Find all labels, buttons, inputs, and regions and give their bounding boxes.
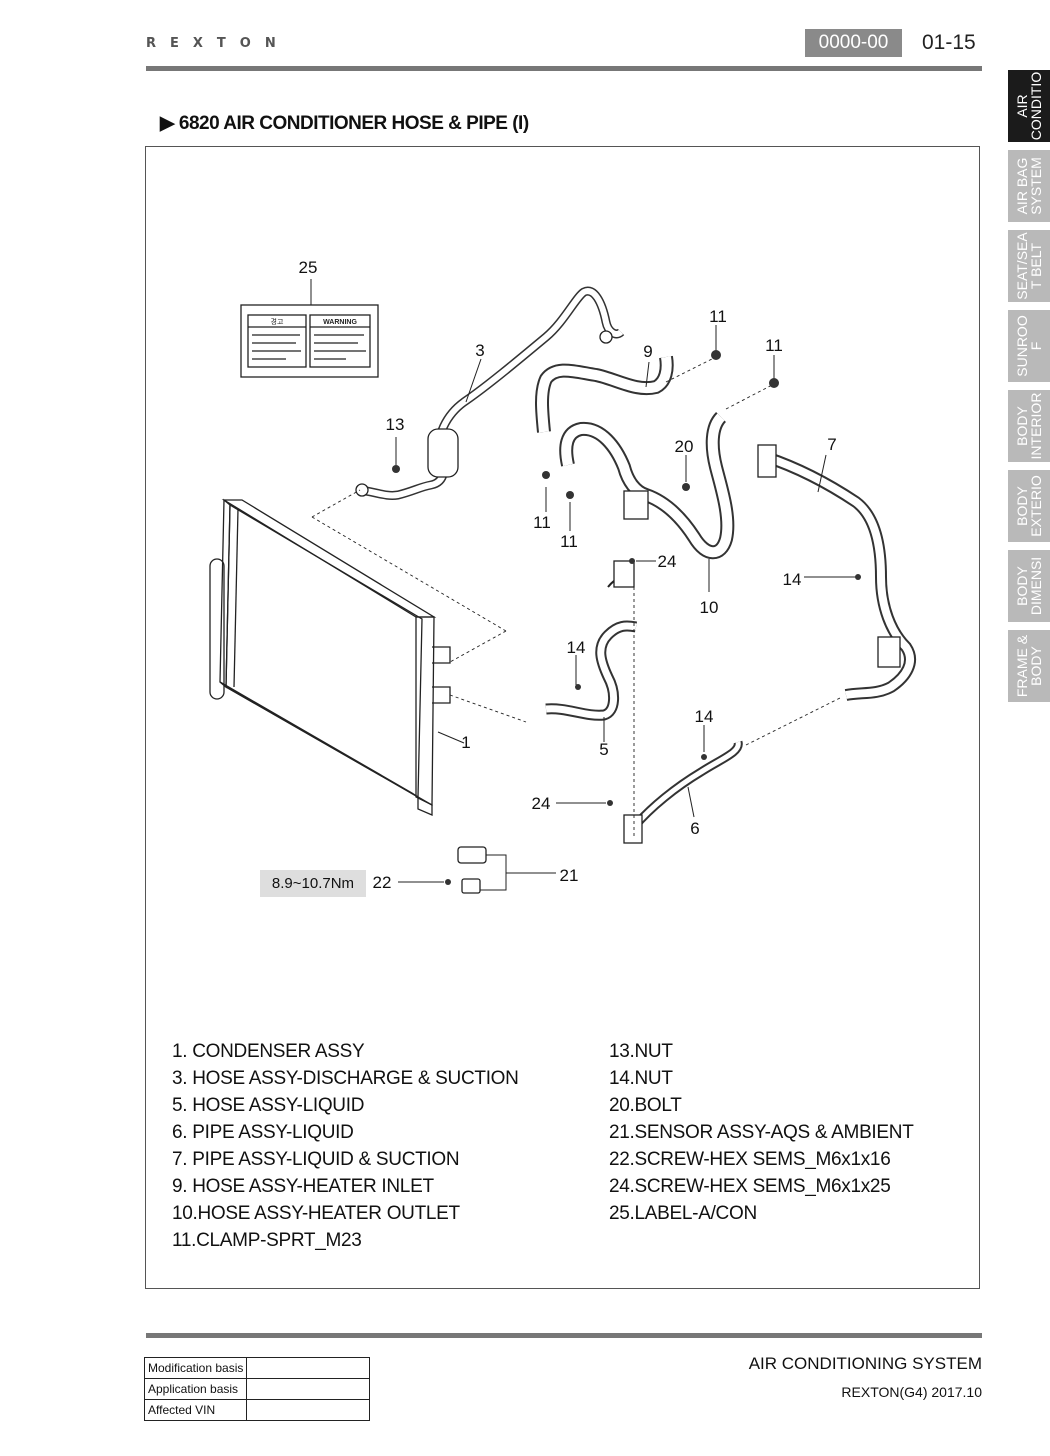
header-rule bbox=[146, 66, 982, 71]
tab-body-exterior[interactable]: BODY EXTERIO bbox=[1008, 470, 1050, 542]
list-item: 6. PIPE ASSY-LIQUID bbox=[172, 1122, 354, 1143]
table-row: Application basis bbox=[143, 1378, 371, 1400]
callout-14: 14 bbox=[783, 570, 802, 589]
callout-11: 11 bbox=[765, 336, 783, 355]
footer-model: REXTON(G4) 2017.10 bbox=[841, 1384, 982, 1400]
list-item: 9. HOSE ASSY-HEATER INLET bbox=[172, 1176, 434, 1197]
callout-11: 11 bbox=[560, 532, 578, 551]
list-item: 7. PIPE ASSY-LIQUID & SUCTION bbox=[172, 1149, 460, 1170]
tab-label: BODY EXTERIO bbox=[1014, 475, 1044, 537]
footer-system-title: AIR CONDITIONING SYSTEM bbox=[748, 1354, 982, 1373]
list-item: 14.NUT bbox=[609, 1068, 673, 1089]
tab-label: SEAT/SEA T BELT bbox=[1014, 232, 1044, 300]
hose-liquid bbox=[545, 560, 638, 721]
modification-table: Modification basis Application basis Aff… bbox=[143, 1357, 371, 1421]
callout-11: 11 bbox=[533, 513, 551, 532]
callout-11: 11 bbox=[709, 307, 727, 326]
hose-heater-outlet bbox=[559, 412, 735, 560]
callout-25: 25 bbox=[299, 258, 318, 277]
footer-rule bbox=[146, 1333, 982, 1338]
callout-7: 7 bbox=[827, 435, 836, 454]
warning-label-sticker bbox=[240, 304, 379, 378]
callout-20: 20 bbox=[675, 437, 694, 456]
list-item: 11.CLAMP-SPRT_M23 bbox=[172, 1230, 362, 1251]
callout-10: 10 bbox=[700, 598, 719, 617]
table-label: Affected VIN bbox=[143, 1399, 248, 1421]
callout-14: 14 bbox=[695, 707, 714, 726]
tab-label: BODY INTERIOR bbox=[1014, 392, 1044, 460]
callout-9: 9 bbox=[643, 342, 652, 361]
section-heading: ▶ 6820 AIR CONDITIONER HOSE & PIPE (I) bbox=[160, 112, 529, 135]
tab-air-conditioning[interactable]: AIR CONDITIO bbox=[1008, 70, 1050, 142]
hose-heater-inlet bbox=[535, 355, 674, 433]
section-code-badge: 0000-00 bbox=[805, 29, 902, 57]
tab-sunroof[interactable]: SUNROO F bbox=[1008, 310, 1050, 382]
callout-22: 22 bbox=[373, 873, 392, 892]
callout-13: 13 bbox=[386, 415, 405, 434]
table-value bbox=[246, 1378, 371, 1400]
table-row: Modification basis bbox=[143, 1357, 371, 1379]
exploded-diagram: 경고 WARNING 25 3 9 11 11 13 20 7 11 11 24… bbox=[209, 258, 916, 894]
triangle-bullet-icon: ▶ bbox=[160, 113, 175, 134]
tab-label: AIR CONDITIO bbox=[1014, 71, 1044, 141]
list-item: 10.HOSE ASSY-HEATER OUTLET bbox=[172, 1203, 460, 1224]
table-row: Affected VIN bbox=[143, 1399, 371, 1421]
tab-body-interior[interactable]: BODY INTERIOR bbox=[1008, 390, 1050, 462]
list-item: 22.SCREW-HEX SEMS_M6x1x16 bbox=[609, 1149, 891, 1170]
list-item: 3. HOSE ASSY-DISCHARGE & SUCTION bbox=[172, 1068, 519, 1089]
page-number: 01-15 bbox=[922, 31, 976, 54]
tab-label: FRAME & BODY bbox=[1014, 634, 1044, 698]
callout-21: 21 bbox=[560, 866, 579, 885]
sticker-header-warning: WARNING bbox=[323, 319, 357, 326]
parts-list-left: 1. CONDENSER ASSY 3. HOSE ASSY-DISCHARGE… bbox=[172, 1038, 519, 1254]
callout-1: 1 bbox=[461, 733, 470, 752]
list-item: 25.LABEL-A/CON bbox=[609, 1203, 757, 1224]
condenser-assy bbox=[209, 498, 451, 816]
tab-body-dimension[interactable]: BODY DIMENSI bbox=[1008, 550, 1050, 622]
callout-5: 5 bbox=[599, 740, 608, 759]
callout-6: 6 bbox=[690, 819, 699, 838]
callout-24: 24 bbox=[532, 794, 551, 813]
tab-air-bag-system[interactable]: AIR BAG SYSTEM bbox=[1008, 150, 1050, 222]
list-item: 1. CONDENSER ASSY bbox=[172, 1041, 365, 1062]
section-title: 6820 AIR CONDITIONER HOSE & PIPE (I) bbox=[178, 113, 529, 134]
sensor-aqs-ambient bbox=[457, 846, 487, 894]
list-item: 24.SCREW-HEX SEMS_M6x1x25 bbox=[609, 1176, 891, 1197]
list-item: 21.SENSOR ASSY-AQS & AMBIENT bbox=[609, 1122, 914, 1143]
table-label: Application basis bbox=[143, 1378, 248, 1400]
tab-label: SUNROO F bbox=[1014, 315, 1044, 377]
callout-3: 3 bbox=[475, 341, 484, 360]
list-item: 20.BOLT bbox=[609, 1095, 682, 1116]
list-item: 5. HOSE ASSY-LIQUID bbox=[172, 1095, 365, 1116]
sticker-header-korean: 경고 bbox=[271, 317, 284, 326]
callout-14: 14 bbox=[567, 638, 586, 657]
list-item: 13.NUT bbox=[609, 1041, 673, 1062]
tab-label: BODY DIMENSI bbox=[1014, 556, 1044, 616]
tab-label: AIR BAG SYSTEM bbox=[1014, 157, 1044, 215]
pipe-liquid bbox=[623, 740, 743, 844]
tab-seat-belt[interactable]: SEAT/SEA T BELT bbox=[1008, 230, 1050, 302]
table-value bbox=[246, 1399, 371, 1421]
diagram-frame bbox=[145, 146, 980, 1289]
pipe-liquid-suction bbox=[757, 444, 916, 701]
brand-logo: REXTON bbox=[146, 36, 290, 51]
table-label: Modification basis bbox=[143, 1357, 248, 1379]
callout-24: 24 bbox=[658, 552, 677, 571]
table-value bbox=[246, 1357, 371, 1379]
parts-list-right: 13.NUT 14.NUT 20.BOLT 21.SENSOR ASSY-AQS… bbox=[609, 1038, 914, 1227]
torque-spec-badge: 8.9~10.7Nm bbox=[260, 870, 366, 897]
tab-frame-body[interactable]: FRAME & BODY bbox=[1008, 630, 1050, 702]
